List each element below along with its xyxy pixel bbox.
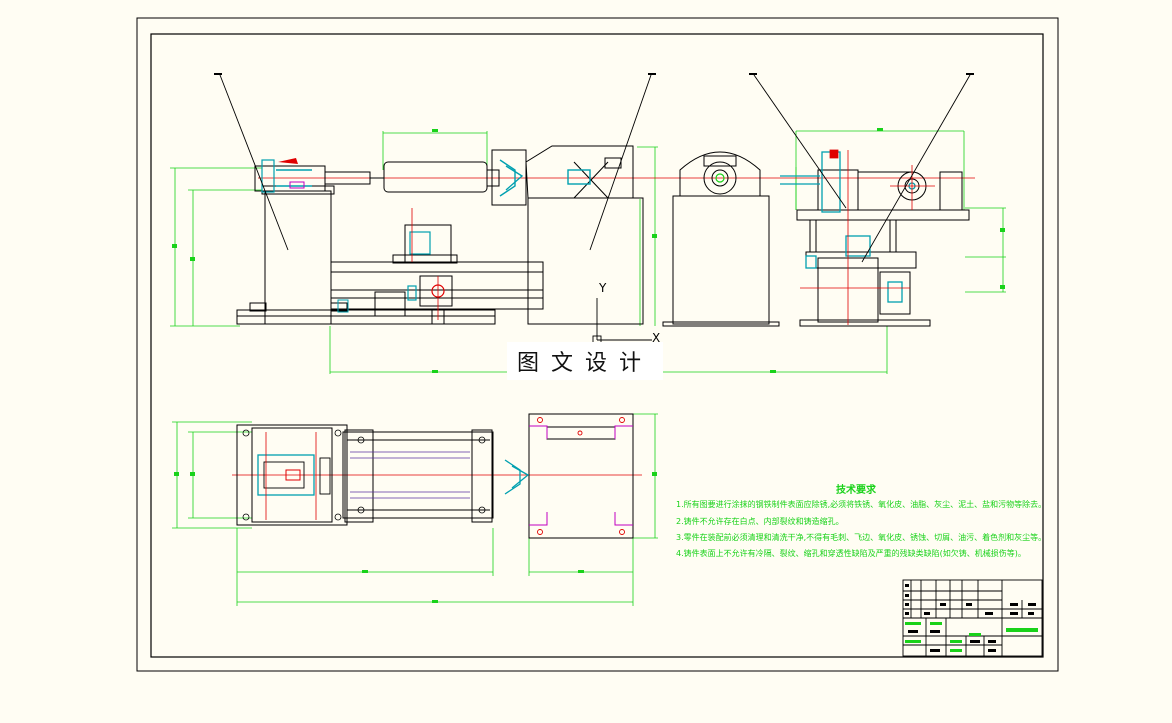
top-right-base (528, 413, 634, 539)
drive-table (330, 224, 544, 317)
leader-tags (214, 73, 974, 75)
top-right-holes (537, 417, 625, 535)
outer-border (136, 17, 1059, 672)
requirement-2: 2.铸件不允许存在白点、内部裂纹和铸造缩孔。 (676, 517, 844, 526)
front-dimension-marks (172, 128, 1005, 373)
right-machine-red (800, 149, 935, 325)
left-chuck (254, 158, 371, 193)
requirement-3: 3.零件在装配前必须清理和清洗干净,不得有毛刺、飞边、氧化皮、锈蚀、切屑、油污、… (676, 533, 1047, 542)
requirement-1: 1.所有图要进行涂抹的钢铁制件表面应除锈,必须将铁锈、氧化皮、油脂、灰尘、泥土、… (676, 500, 1047, 509)
ucs-y-label: Y (598, 281, 607, 295)
right-headstock (491, 145, 644, 325)
ucs-icon (592, 298, 652, 345)
top-view (172, 413, 658, 606)
top-right-chuck (504, 459, 530, 495)
inner-border (150, 33, 1044, 658)
title-block (902, 579, 1043, 657)
leader-lines (219, 74, 971, 263)
ucs-x-label: X (652, 331, 660, 345)
pedestal-center (715, 173, 725, 183)
bearing-pedestal (662, 151, 780, 327)
front-view (170, 73, 1006, 374)
right-chuck-detail (499, 159, 591, 197)
top-right-pads (529, 425, 633, 526)
technical-requirements-title: 技术要求 (836, 485, 876, 496)
top-bolt-holes (242, 429, 486, 521)
requirement-4: 4.铸件表面上不允许有冷隔、裂纹、缩孔和穿透性缺陷及严重的残缺类缺陷(如欠铸、机… (676, 549, 1026, 558)
drive-detail (337, 208, 445, 320)
top-dimension-marks (174, 472, 657, 603)
top-left-base (236, 424, 494, 526)
top-left-detail (257, 432, 331, 520)
right-machine-detail (780, 151, 916, 303)
watermark: 图文设计 (507, 342, 663, 380)
center-roller (370, 161, 500, 193)
title-block-green-marks (905, 622, 1038, 652)
top-hidden-lines (350, 451, 470, 499)
title-block-text-marks (905, 584, 1036, 652)
right-machine (796, 169, 970, 327)
